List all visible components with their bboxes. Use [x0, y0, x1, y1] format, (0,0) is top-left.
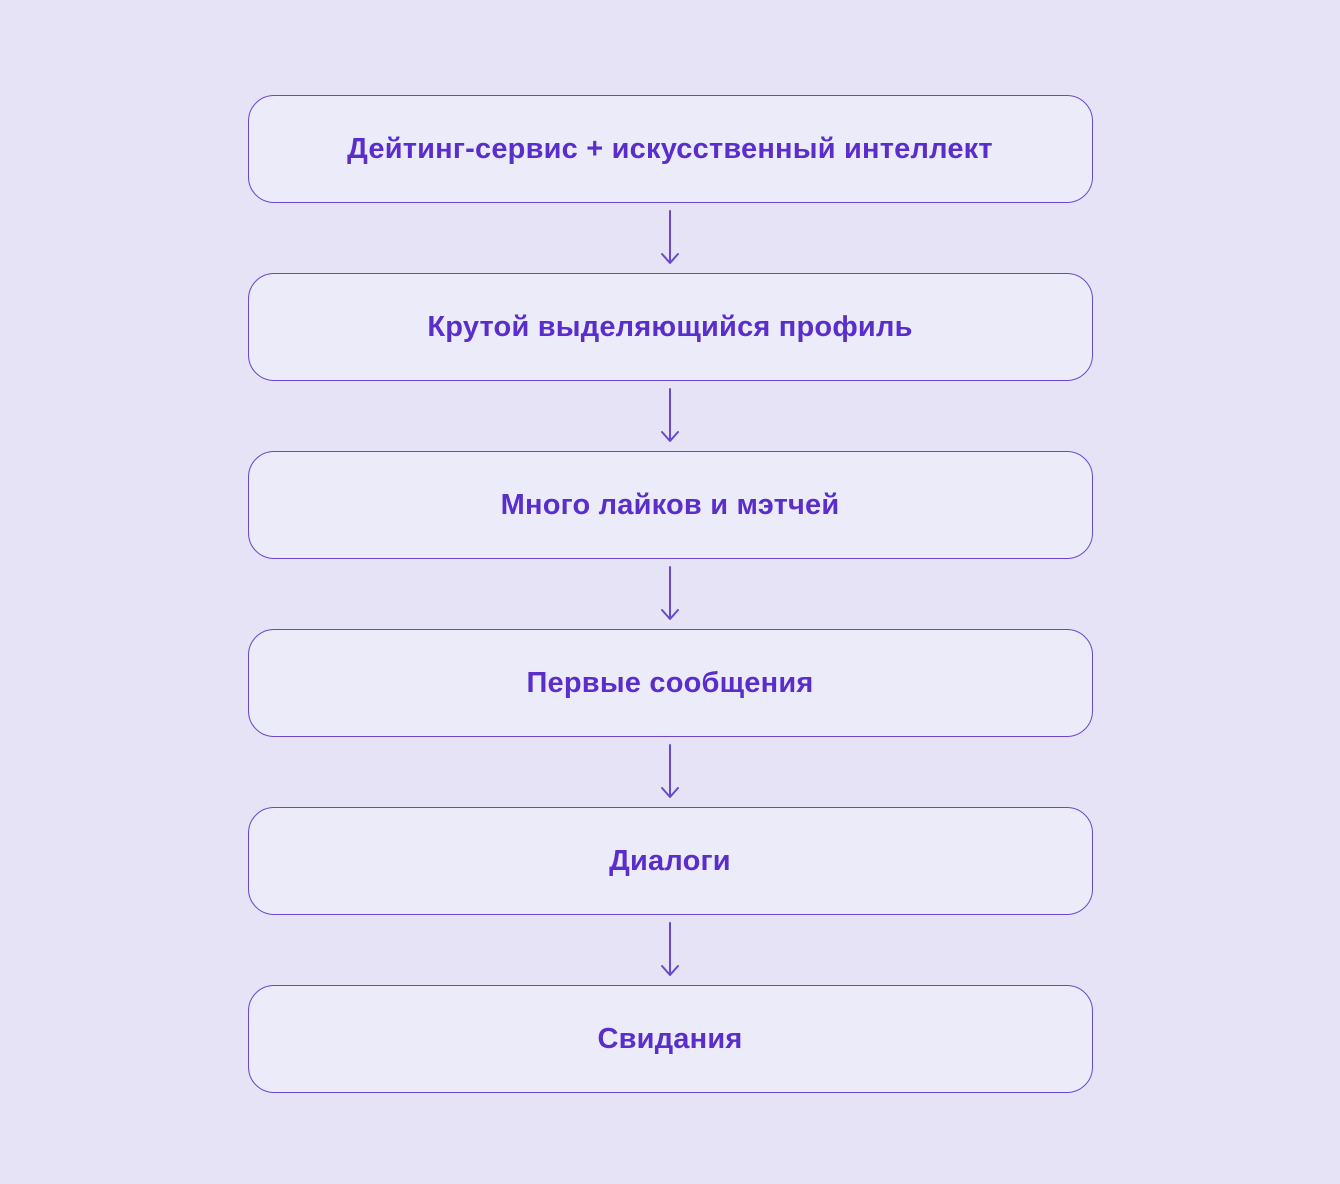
arrow-down-icon	[661, 744, 679, 798]
flow-node-likes-matches: Много лайков и мэтчей	[247, 451, 1093, 559]
arrow-down-icon	[661, 566, 679, 620]
flow-connector	[659, 381, 681, 451]
flow-connector	[659, 203, 681, 273]
flow-connector	[659, 737, 681, 807]
flow-node-label: Крутой выделяющийся профиль	[427, 310, 913, 343]
flow-node-dialogues: Диалоги	[247, 807, 1093, 915]
flow-node-label: Дейтинг-сервис + искусственный интеллект	[347, 132, 993, 165]
flow-node-label: Много лайков и мэтчей	[500, 488, 840, 521]
flow-node-dates: Свидания	[247, 985, 1093, 1093]
flow-connector	[659, 559, 681, 629]
flow-node-label: Свидания	[597, 1022, 743, 1055]
arrow-down-icon	[661, 388, 679, 442]
flowchart: Дейтинг-сервис + искусственный интеллект…	[247, 0, 1093, 1093]
flow-node-dating-service: Дейтинг-сервис + искусственный интеллект	[247, 95, 1093, 203]
flow-node-label: Диалоги	[609, 844, 731, 877]
flow-node-profile: Крутой выделяющийся профиль	[247, 273, 1093, 381]
flow-node-first-messages: Первые сообщения	[247, 629, 1093, 737]
flow-node-label: Первые сообщения	[526, 666, 814, 699]
arrow-down-icon	[661, 210, 679, 264]
arrow-down-icon	[661, 922, 679, 976]
flow-connector	[659, 915, 681, 985]
